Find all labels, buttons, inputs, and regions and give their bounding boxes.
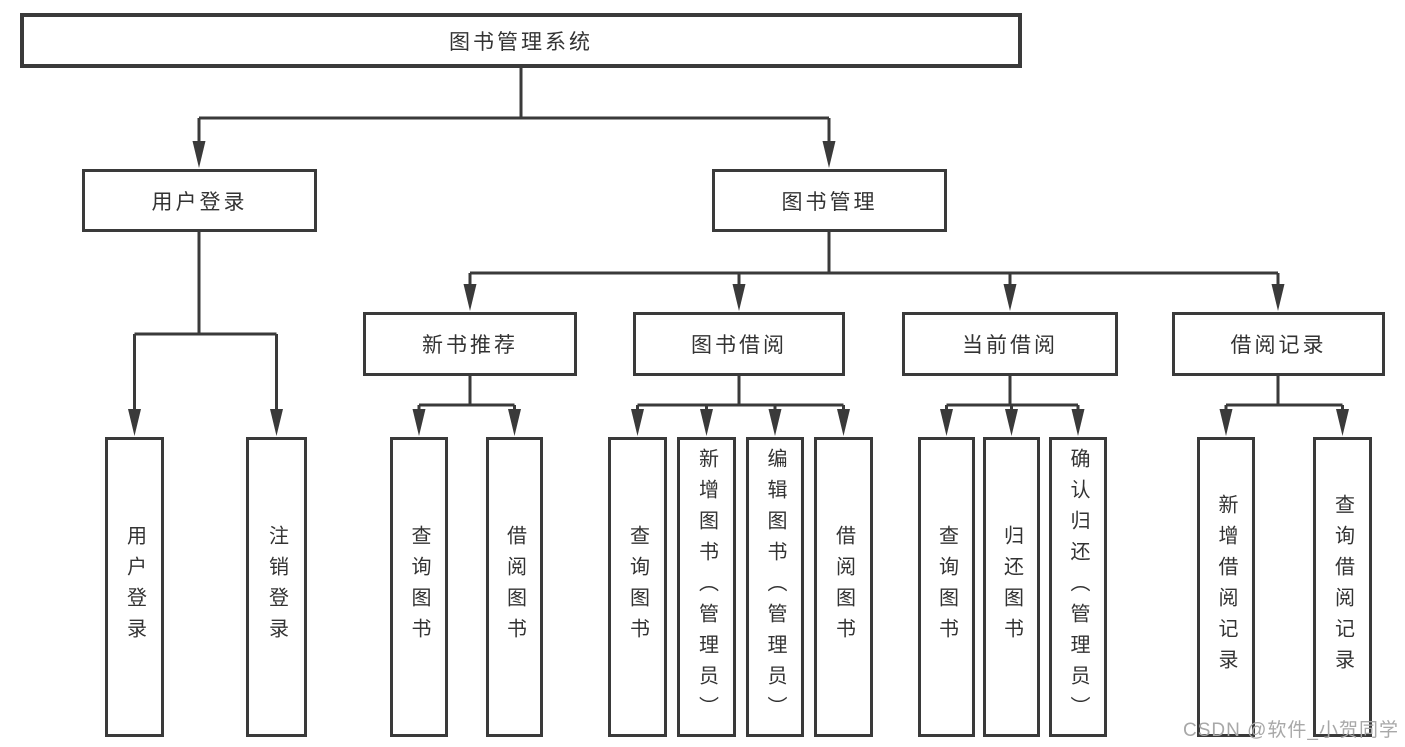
node-root: 图书管理系统 xyxy=(20,13,1022,68)
node-current-borrow: 当前借阅 xyxy=(902,312,1118,376)
node-leaf-borrow-edit-label: 编辑图书（管理员） xyxy=(764,447,786,727)
node-user-login-label: 用户登录 xyxy=(151,190,248,214)
node-leaf-user-login: 用户登录 xyxy=(105,437,164,737)
node-leaf-borrow-add-label: 新增图书（管理员） xyxy=(695,447,718,727)
node-user-login: 用户登录 xyxy=(82,169,317,232)
node-new-book-recommend: 新书推荐 xyxy=(363,312,577,376)
node-leaf-current-confirm-label: 确认归还（管理员） xyxy=(1067,447,1089,727)
node-leaf-newbook-borrow: 借阅图书 xyxy=(486,437,543,737)
node-borrow-records-label: 借阅记录 xyxy=(1230,334,1327,357)
node-leaf-borrow-query: 查询图书 xyxy=(608,437,667,737)
node-leaf-newbook-query-label: 查询图书 xyxy=(408,525,430,649)
node-leaf-newbook-borrow-label: 借阅图书 xyxy=(503,525,526,649)
node-new-book-recommend-label: 新书推荐 xyxy=(422,334,518,357)
node-book-borrow: 图书借阅 xyxy=(633,312,845,376)
node-borrow-records: 借阅记录 xyxy=(1172,312,1385,376)
node-leaf-newbook-query: 查询图书 xyxy=(390,437,448,737)
node-leaf-current-return-label: 归还图书 xyxy=(1000,525,1023,649)
node-leaf-logout-label: 注销登录 xyxy=(265,525,288,649)
node-root-label: 图书管理系统 xyxy=(449,30,593,54)
node-book-management-label: 图书管理 xyxy=(781,190,878,214)
node-leaf-user-login-label: 用户登录 xyxy=(123,525,146,649)
node-leaf-borrow-edit: 编辑图书（管理员） xyxy=(746,437,804,737)
node-leaf-borrow-borrow-label: 借阅图书 xyxy=(832,525,855,649)
node-leaf-current-return: 归还图书 xyxy=(983,437,1040,737)
node-leaf-logout: 注销登录 xyxy=(246,437,307,737)
node-leaf-borrow-query-label: 查询图书 xyxy=(626,525,649,649)
csdn-watermark: CSDN @软件_小贺同学 xyxy=(1183,720,1399,741)
node-book-management: 图书管理 xyxy=(712,169,947,232)
node-leaf-current-query: 查询图书 xyxy=(918,437,975,737)
node-leaf-records-query: 查询借阅记录 xyxy=(1313,437,1372,737)
node-leaf-borrow-borrow: 借阅图书 xyxy=(814,437,873,737)
node-leaf-records-add-label: 新增借阅记录 xyxy=(1215,494,1237,680)
node-leaf-current-query-label: 查询图书 xyxy=(935,525,958,649)
node-current-borrow-label: 当前借阅 xyxy=(962,334,1058,357)
node-book-borrow-label: 图书借阅 xyxy=(691,334,787,357)
node-leaf-records-query-label: 查询借阅记录 xyxy=(1331,494,1354,680)
node-leaf-current-confirm: 确认归还（管理员） xyxy=(1049,437,1107,737)
node-leaf-records-add: 新增借阅记录 xyxy=(1197,437,1255,737)
node-leaf-borrow-add: 新增图书（管理员） xyxy=(677,437,736,737)
